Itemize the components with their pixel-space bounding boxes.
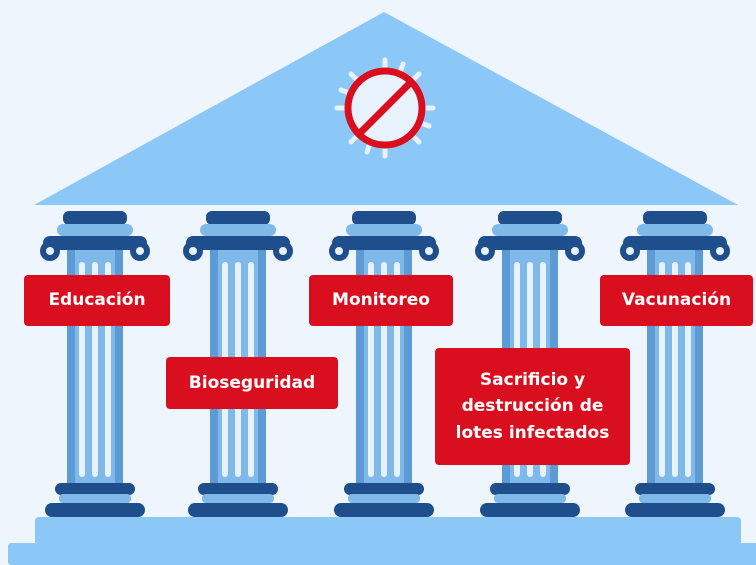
- pillar-label-monitoreo: Monitoreo: [309, 275, 453, 326]
- temple-base-bottom: [8, 543, 756, 565]
- pillar-label-vacunacion: Vacunación: [600, 275, 753, 326]
- label-line: destrucción de: [461, 396, 604, 417]
- pillar-label-bioseguridad: Bioseguridad: [166, 357, 338, 409]
- label-line: lotes infectados: [455, 422, 610, 443]
- label-line: Sacrificio y: [479, 369, 586, 390]
- pillar-label-educacion: Educación: [24, 275, 170, 326]
- column: [620, 211, 730, 517]
- column: [40, 211, 150, 517]
- virus-prohibited-icon: [334, 57, 436, 159]
- temple-base-top: [35, 517, 741, 547]
- column: [329, 211, 439, 517]
- pillar-label-sacrificio: Sacrificio y destrucción de lotes infect…: [435, 348, 630, 465]
